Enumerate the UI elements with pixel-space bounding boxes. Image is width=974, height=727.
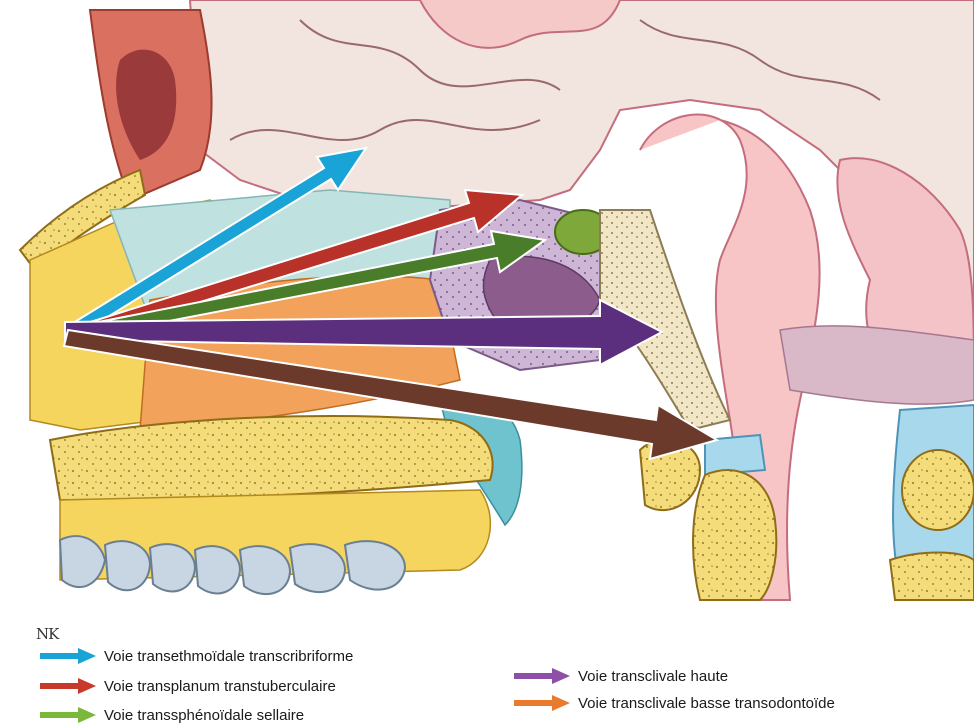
blue-arrow-icon — [38, 646, 100, 666]
legend-item-sellar: Voie transsphénoïdale sellaire — [38, 705, 304, 725]
legend-item-transplanum: Voie transplanum transtuberculaire — [38, 676, 336, 696]
legend-label: Voie transethmoïdale transcribriforme — [104, 648, 353, 665]
legend-label: Voie transclivale haute — [578, 668, 728, 685]
legend-item-transethmoidal: Voie transethmoïdale transcribriforme — [38, 646, 353, 666]
legend-label: Voie transclivale basse transodontoïde — [578, 695, 835, 712]
green-arrow-icon — [38, 705, 100, 725]
purple-arrow-icon — [512, 666, 574, 686]
orange-arrow-icon — [512, 693, 574, 713]
artist-signature: NK — [36, 625, 58, 643]
red-arrow-icon — [38, 676, 100, 696]
legend-label: Voie transplanum transtuberculaire — [104, 678, 336, 695]
legend-label: Voie transsphénoïdale sellaire — [104, 707, 304, 724]
legend-item-high-clival: Voie transclivale haute — [512, 666, 728, 686]
odontoid — [693, 470, 776, 600]
legend-item-low-clival: Voie transclivale basse transodontoïde — [512, 693, 835, 713]
